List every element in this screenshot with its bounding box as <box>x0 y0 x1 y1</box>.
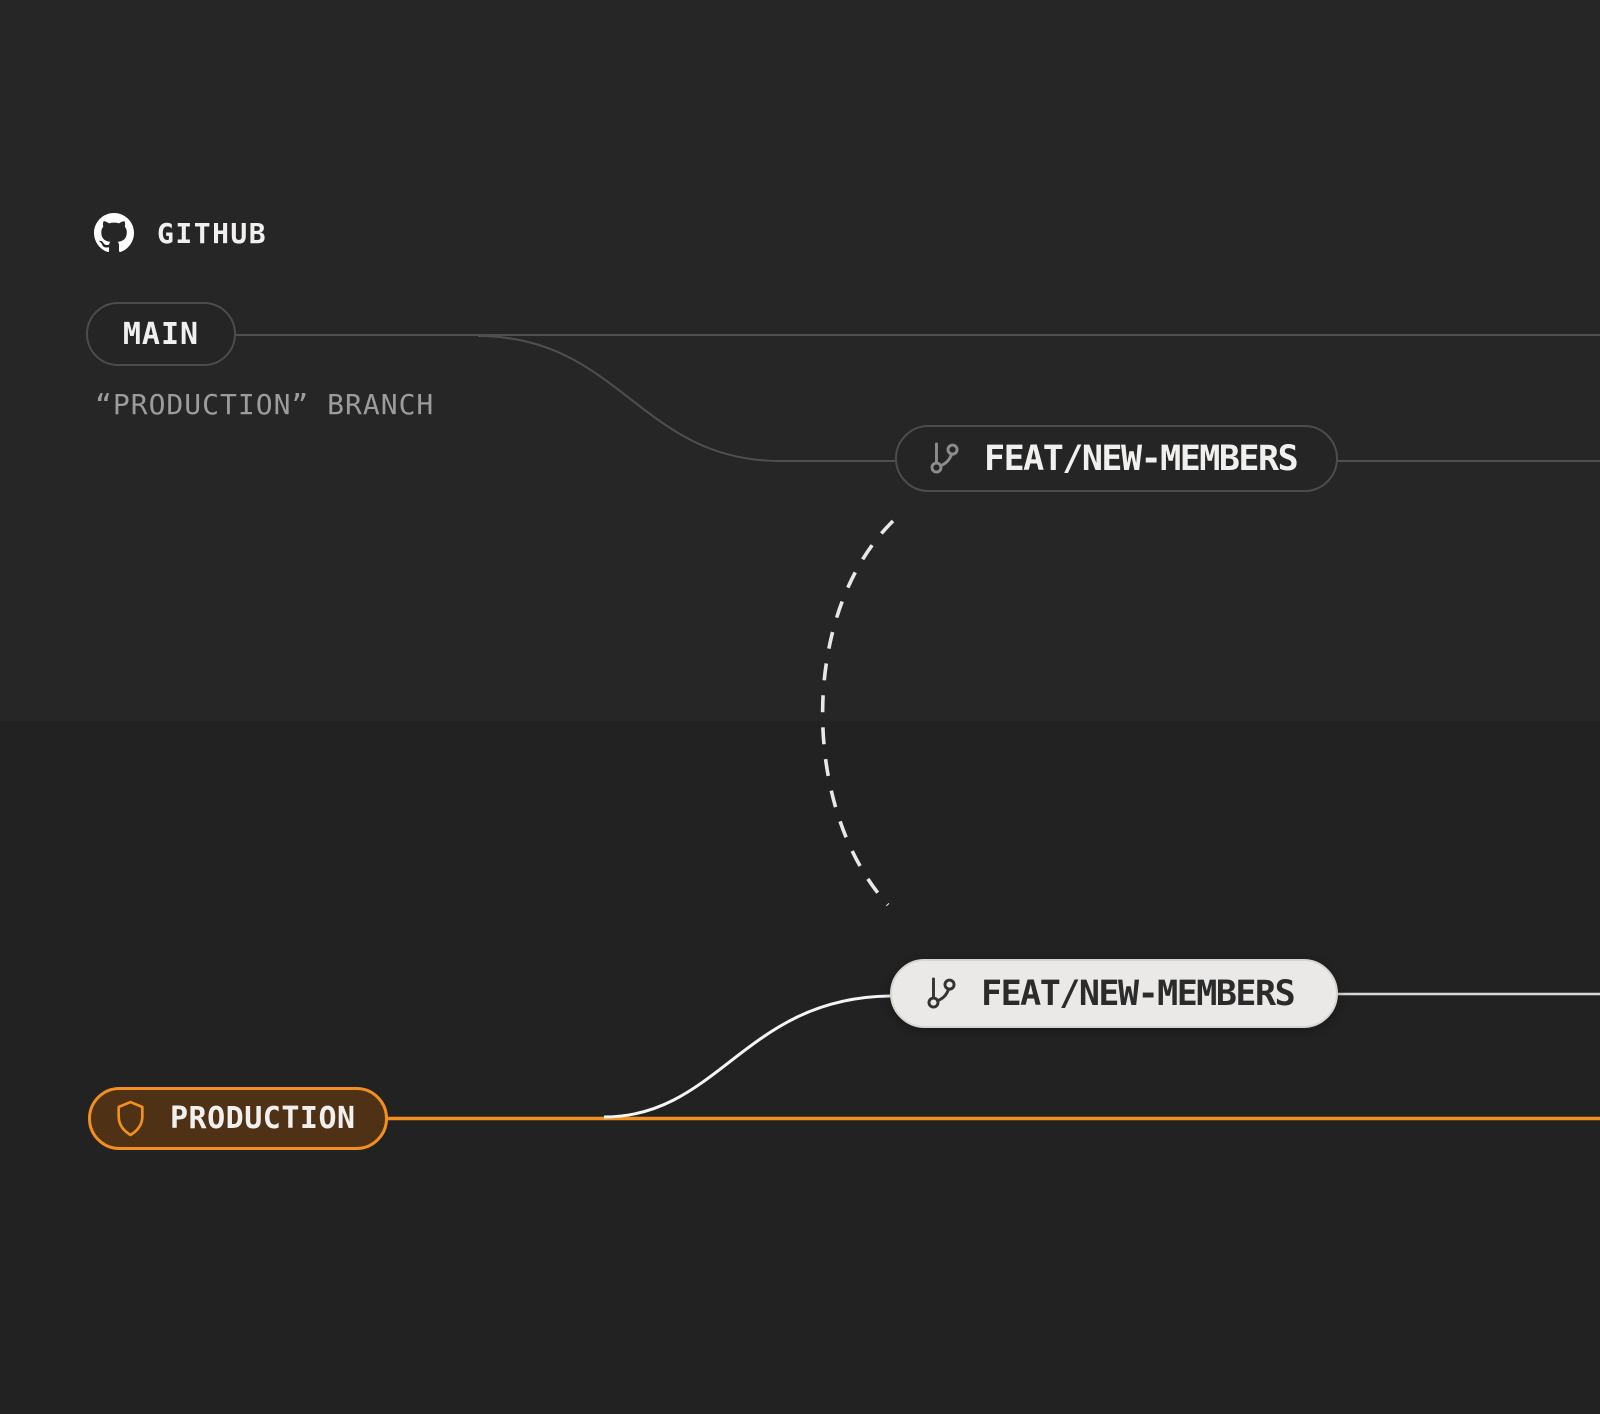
feat-remote-label: FEAT/NEW-MEMBERS <box>984 438 1299 479</box>
production-branch-label: PRODUCTION <box>170 1101 356 1136</box>
git-branch-icon <box>927 977 956 1009</box>
shield-icon <box>117 1100 144 1137</box>
github-logo-icon <box>94 213 134 253</box>
branch-node-feat-remote: FEAT/NEW-MEMBERS <box>895 425 1338 492</box>
background-upper-panel <box>0 0 1600 721</box>
git-branch-icon <box>930 442 959 474</box>
remote-local-sync-dashed-arc <box>820 519 895 907</box>
branch-node-production: PRODUCTION <box>88 1087 388 1150</box>
main-branch-label: MAIN <box>122 316 200 352</box>
brand-label: GITHUB <box>157 217 268 250</box>
branch-node-main: MAIN <box>86 302 236 366</box>
branch-node-feat-local: FEAT/NEW-MEMBERS <box>890 959 1338 1028</box>
production-to-feat-branch-curve <box>603 994 894 1119</box>
github-brand: GITHUB <box>94 213 267 253</box>
main-branch-sublabel: “PRODUCTION” BRANCH <box>95 388 435 421</box>
feat-local-label: FEAT/NEW-MEMBERS <box>981 973 1296 1014</box>
main-to-feat-branch-curve <box>477 335 897 462</box>
